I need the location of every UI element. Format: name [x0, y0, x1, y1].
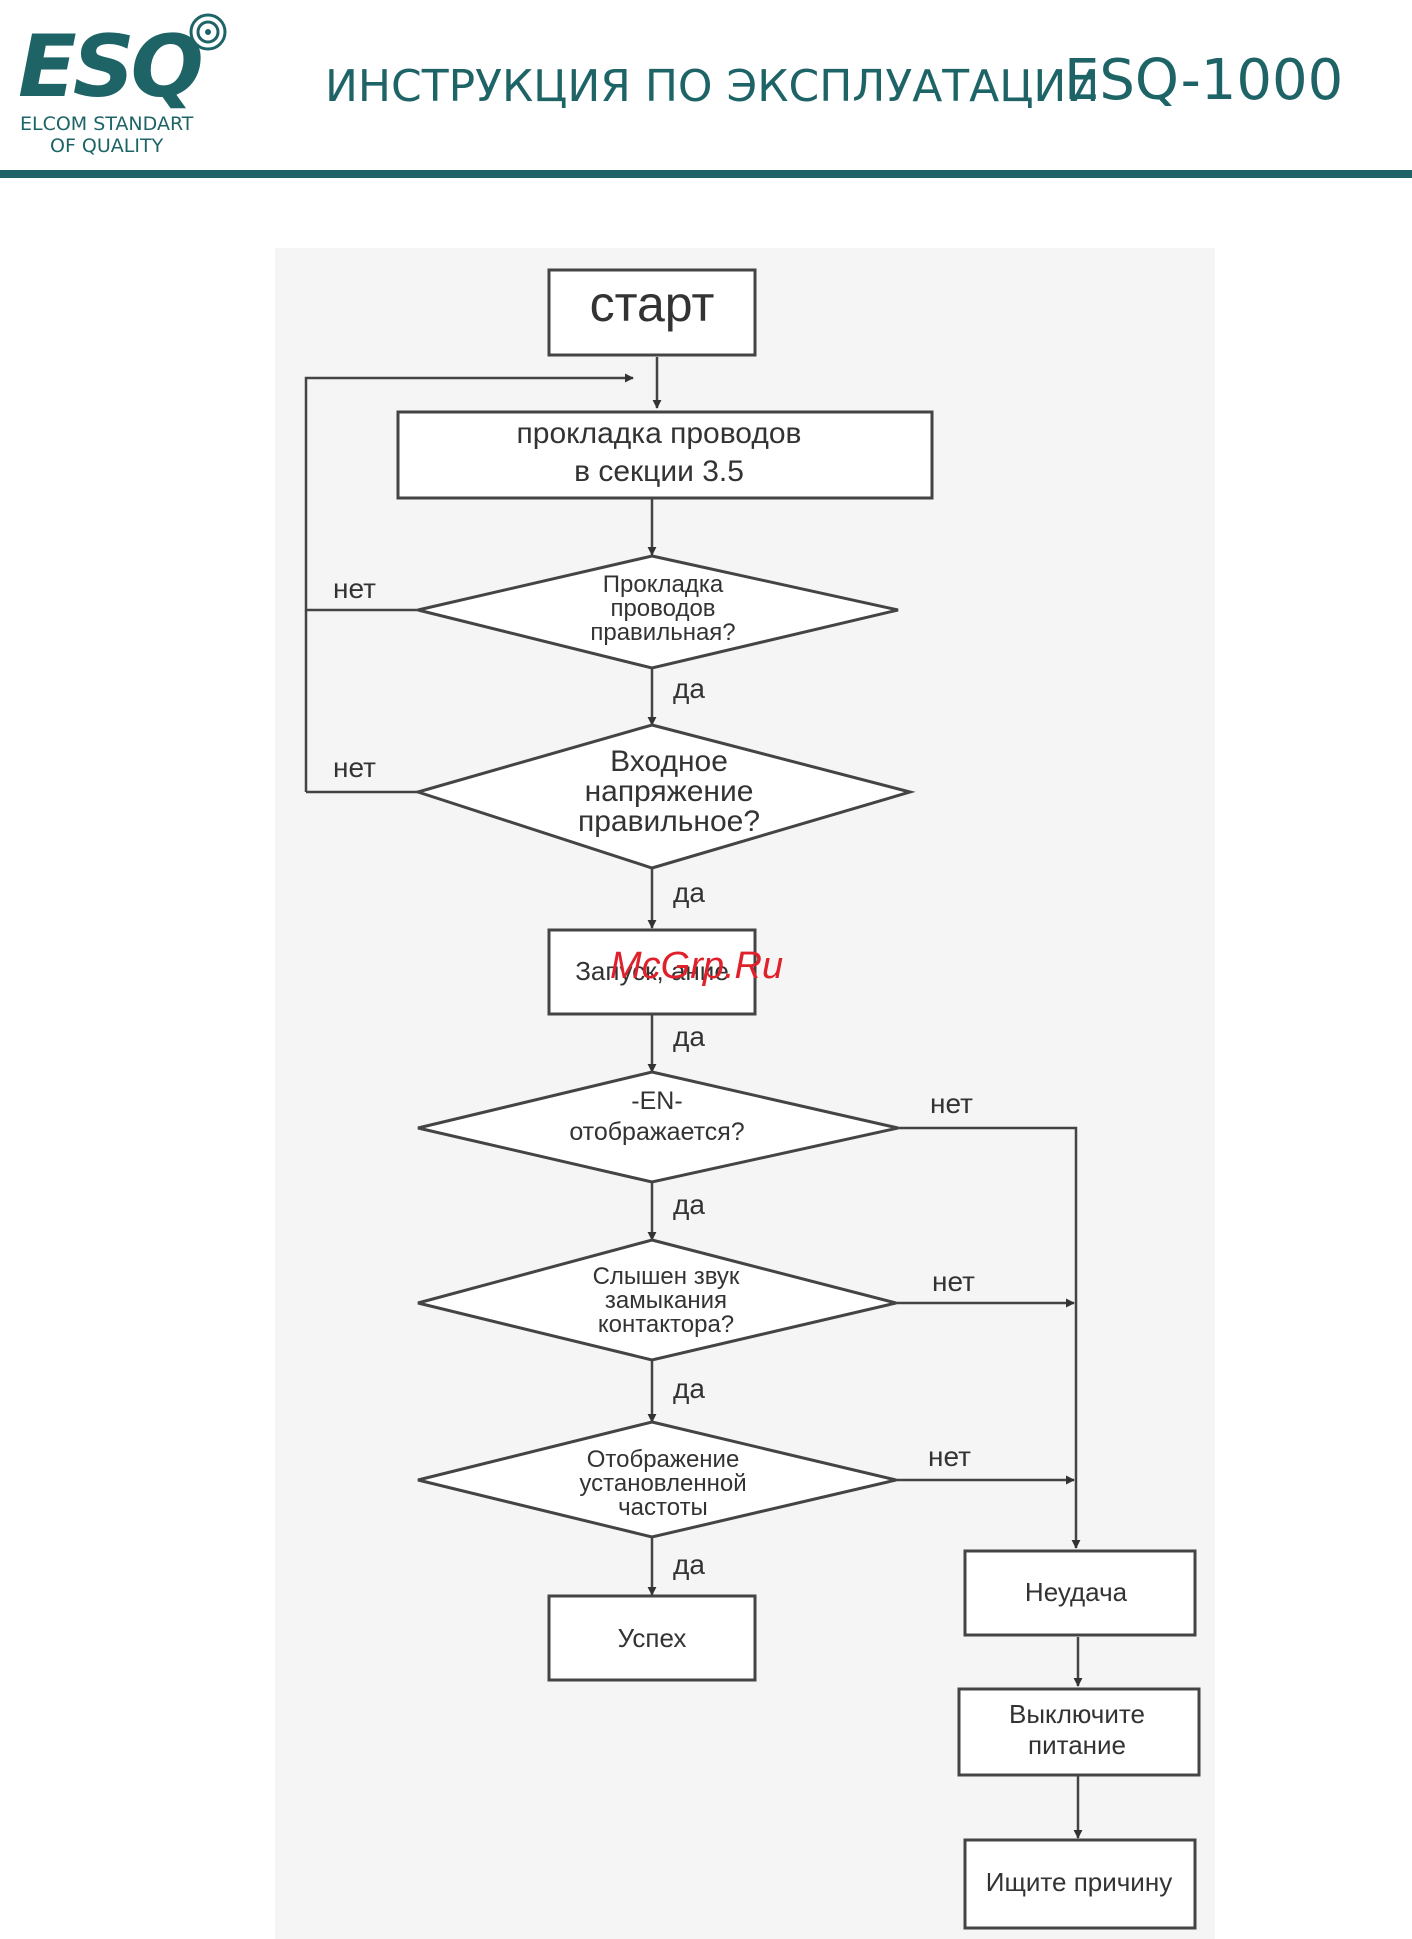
wiring-label-line1: прокладка проводов	[517, 417, 802, 450]
check-freq-line1: Отображение	[587, 1446, 740, 1473]
failure-box	[963, 1549, 1197, 1637]
find-cause-box	[963, 1838, 1197, 1930]
logo-wordmark: ESQ	[18, 17, 204, 117]
label-yes-startup: да	[673, 1021, 705, 1052]
power-off-line1: Выключите	[1009, 1699, 1145, 1729]
check-contactor-line1: Слышен звук	[593, 1263, 740, 1290]
label-yes-contactor: да	[673, 1373, 705, 1404]
label-no-en: нет	[930, 1088, 973, 1119]
start-label: старт	[590, 276, 715, 332]
check-wiring-line3: правильная?	[590, 619, 735, 646]
check-freq-line3: частоты	[618, 1494, 708, 1521]
check-voltage-line3: правильное?	[578, 805, 760, 838]
edge-check-wiring-no-loop	[304, 373, 634, 612]
check-voltage-line2: напряжение	[585, 775, 754, 808]
wiring-label-line2: в секции 3.5	[574, 455, 744, 488]
label-yes-freq: да	[673, 1549, 705, 1580]
label-yes-voltage: да	[673, 877, 705, 908]
header-divider	[0, 170, 1412, 178]
check-contactor-diamond	[417, 1238, 897, 1362]
document-title: ИНСТРУКЦИЯ ПО ЭКСПЛУАТАЦИИ	[325, 61, 1100, 112]
label-no-voltage: нет	[333, 752, 376, 783]
check-voltage-line1: Входное	[610, 745, 728, 778]
check-en-line2: отображается?	[569, 1118, 744, 1146]
check-wiring-diamond	[417, 554, 899, 670]
label-yes-wiring: да	[673, 673, 705, 704]
power-off-line2: питание	[1028, 1730, 1126, 1760]
esq-logo: ESQ ELCOM STANDART OF QUALITY	[18, 12, 238, 162]
power-off-box	[957, 1687, 1201, 1777]
logo-circle-icon	[189, 13, 227, 51]
label-no-freq: нет	[928, 1441, 971, 1472]
check-en-diamond	[417, 1070, 899, 1184]
check-freq-line2: установленной	[579, 1470, 746, 1497]
startup-box	[547, 928, 757, 1016]
success-box	[547, 1594, 757, 1682]
label-no-wiring: нет	[333, 573, 376, 604]
success-label: Успех	[618, 1623, 687, 1653]
edge-en-no	[898, 1126, 1081, 1549]
logo-tagline-line1: ELCOM STANDART	[20, 113, 194, 135]
check-wiring-line2: проводов	[610, 595, 715, 622]
watermark-text: McGrp.Ru	[610, 945, 784, 987]
find-cause-label: Ищите причину	[986, 1867, 1172, 1897]
startup-label: Запуск, ание	[575, 956, 729, 986]
wiring-box	[396, 410, 934, 500]
label-no-contactor: нет	[932, 1266, 975, 1297]
product-model: ESQ-1000	[1064, 48, 1344, 113]
page-header: ESQ ELCOM STANDART OF QUALITY ИНСТРУКЦИЯ…	[0, 0, 1412, 180]
check-freq-diamond	[417, 1420, 897, 1539]
check-contactor-line2: замыкания	[605, 1287, 727, 1314]
check-wiring-line1: Прокладка	[603, 571, 724, 598]
check-voltage-diamond	[412, 723, 916, 870]
failure-label: Неудача	[1025, 1577, 1128, 1607]
label-yes-en: да	[673, 1189, 705, 1220]
check-en-line1: -EN-	[631, 1087, 682, 1115]
logo-tagline-line2: OF QUALITY	[50, 135, 164, 157]
start-box	[547, 268, 757, 357]
check-contactor-line3: контактора?	[598, 1311, 734, 1338]
